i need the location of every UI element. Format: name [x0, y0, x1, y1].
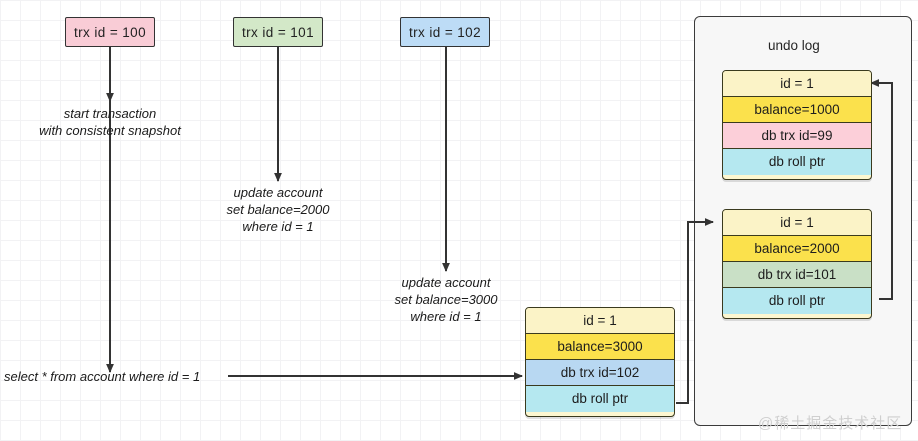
current-record-row-balance: balance=3000	[526, 334, 674, 360]
trx-box-100-label: trx id = 100	[74, 24, 146, 40]
undo-entry-2-row-balance: balance=2000	[723, 236, 871, 262]
note-update-2000: update account set balance=2000 where id…	[202, 184, 354, 235]
undo-entry-1-row-balance: balance=1000	[723, 97, 871, 123]
undo-entry-2-row-roll-ptr: db roll ptr	[723, 288, 871, 314]
trx-box-101-label: trx id = 101	[242, 24, 314, 40]
current-record-table: id = 1 balance=3000 db trx id=102 db rol…	[525, 307, 675, 417]
note-update-3000: update account set balance=3000 where id…	[370, 274, 522, 325]
undo-entry-1-table: id = 1 balance=1000 db trx id=99 db roll…	[722, 70, 872, 180]
undo-entry-1-row-id: id = 1	[723, 71, 871, 97]
note-update-2000-line1: update account	[233, 185, 323, 200]
undo-entry-1-row-trx-id: db trx id=99	[723, 123, 871, 149]
note-select-statement: select * from account where id = 1	[4, 369, 201, 384]
watermark: @稀土掘金技术社区	[758, 415, 903, 432]
note-update-3000-line1: update account	[401, 275, 491, 290]
undo-entry-1-row-roll-ptr: db roll ptr	[723, 149, 871, 175]
note-start-transaction: start transaction with consistent snapsh…	[22, 105, 198, 139]
current-record-row-id: id = 1	[526, 308, 674, 334]
current-record-row-roll-ptr: db roll ptr	[526, 386, 674, 412]
note-update-2000-line3: where id = 1	[242, 219, 314, 234]
note-start-transaction-line1: start transaction	[63, 106, 157, 121]
note-start-transaction-line2: with consistent snapshot	[39, 123, 181, 138]
undo-entry-2-table: id = 1 balance=2000 db trx id=101 db rol…	[722, 209, 872, 319]
note-update-3000-line3: where id = 1	[410, 309, 482, 324]
trx-box-102[interactable]: trx id = 102	[400, 17, 490, 47]
note-update-3000-line2: set balance=3000	[394, 292, 498, 307]
undo-entry-2-row-trx-id: db trx id=101	[723, 262, 871, 288]
trx-box-101[interactable]: trx id = 101	[233, 17, 323, 47]
note-update-2000-line2: set balance=2000	[226, 202, 330, 217]
trx-box-102-label: trx id = 102	[409, 24, 481, 40]
current-record-row-trx-id: db trx id=102	[526, 360, 674, 386]
undo-log-title: undo log	[768, 38, 820, 53]
trx-box-100[interactable]: trx id = 100	[65, 17, 155, 47]
undo-entry-2-row-id: id = 1	[723, 210, 871, 236]
